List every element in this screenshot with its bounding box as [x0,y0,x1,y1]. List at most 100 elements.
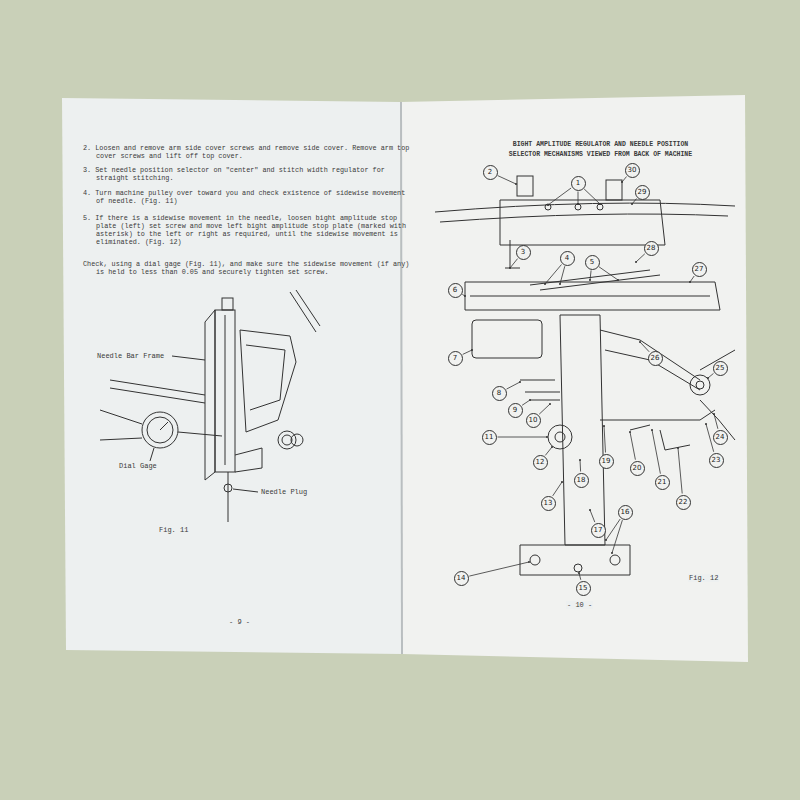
fig11-drawing [100,290,320,522]
leader-tip [515,183,517,185]
callout-text: 24 [716,434,725,441]
callout-number: 3 [516,245,531,260]
callout-number: 18 [574,473,589,488]
leader-tip [713,413,715,415]
callout-number: 2 [483,165,498,180]
callout-number: 22 [676,495,691,510]
leader-tip [464,295,466,297]
callout-number: 17 [591,523,606,538]
leader-line [636,254,645,262]
leader-line [690,276,694,282]
callout-text: 28 [647,245,656,252]
callout-number: 28 [644,241,659,256]
leader-tip [544,283,546,285]
leader-tip [605,539,607,541]
callout-number: 11 [482,430,497,445]
callout-number: 6 [448,283,463,298]
figure-heading: BIGHT AMPLITUDE REGULATOR AND NEEDLE POS… [503,140,698,160]
leader-tip [651,429,653,431]
leader-line [469,562,529,576]
callout-text: 23 [712,457,721,464]
part-name: Needle Bar Frame [96,352,165,360]
leader-line [630,432,635,460]
leader-line [612,520,622,553]
leader-tip [599,203,601,205]
leader-tip [559,283,561,285]
leader-tip [621,181,623,183]
instruction-step: 4. Turn machine pulley over toward you a… [83,189,416,205]
callout-text: 25 [716,365,725,372]
callout-number: 29 [635,185,650,200]
callout-number: 14 [454,571,469,586]
leader-line [590,270,591,280]
leader-line [579,573,581,580]
leader-line [708,373,714,378]
leader-line [507,382,521,389]
leader-tip [561,481,563,483]
callout-text: 21 [658,479,667,486]
leader-tip [677,447,679,449]
callout-text: 13 [544,500,553,507]
leader-tip [528,561,530,563]
callout-text: 10 [529,417,538,424]
callout-number: 21 [655,475,670,490]
leader-line [640,342,649,352]
instruction-step: 3. Set needle position selector on "cent… [83,166,416,182]
leader-tip [705,423,707,425]
leader-tip [549,403,551,405]
callout-number: 26 [648,351,663,366]
callout-text: 15 [579,585,588,592]
callout-number: 19 [599,454,614,469]
leader-tip [577,203,579,205]
callout-text: 29 [638,189,647,196]
leader-line [622,177,627,183]
callout-text: 6 [453,287,457,294]
callout-number: 8 [492,386,507,401]
leader-line [498,176,516,184]
leader-line [599,267,618,280]
callout-text: 4 [565,255,569,262]
leader-line [498,437,548,438]
callout-number: 1 [571,176,586,191]
figure-caption: Fig. 11 [158,526,189,534]
instruction-step: 2. Loosen and remove arm side cover scre… [83,144,416,160]
callout-text: 2 [488,169,492,176]
leader-line [578,192,579,205]
callout-text: 9 [513,407,517,414]
callout-number: 12 [533,455,548,470]
callout-number: 10 [526,413,541,428]
leader-line [606,519,620,540]
leader-tip [578,572,580,574]
callout-text: 3 [521,249,525,256]
leader-tip [519,381,521,383]
leader-tip [617,279,619,281]
callout-number: 20 [630,461,645,476]
fig12-drawing [435,176,735,575]
leader-tip [547,204,549,206]
leader-line [463,350,472,354]
leader-line [652,430,660,474]
callout-text: 17 [594,527,603,534]
callout-text: 11 [485,434,494,441]
leader-tip [579,459,581,461]
leader-tip [551,446,553,448]
figure-caption: Fig. 12 [688,574,719,582]
leader-tip [589,279,591,281]
leader-line [539,404,550,414]
callout-number: 25 [713,361,728,376]
callout-text: 1 [576,180,580,187]
leader-line [545,447,552,455]
leader-line [553,482,562,496]
callout-text: 30 [628,167,637,174]
callout-text: 7 [453,355,457,362]
leader-tip [471,349,473,351]
leader-tip [631,203,633,205]
leader-tip [509,267,511,269]
callout-number: 4 [560,251,575,266]
callout-text: 20 [633,465,642,472]
leader-line [584,189,600,204]
callout-text: 19 [602,458,611,465]
leader-line [522,400,530,405]
